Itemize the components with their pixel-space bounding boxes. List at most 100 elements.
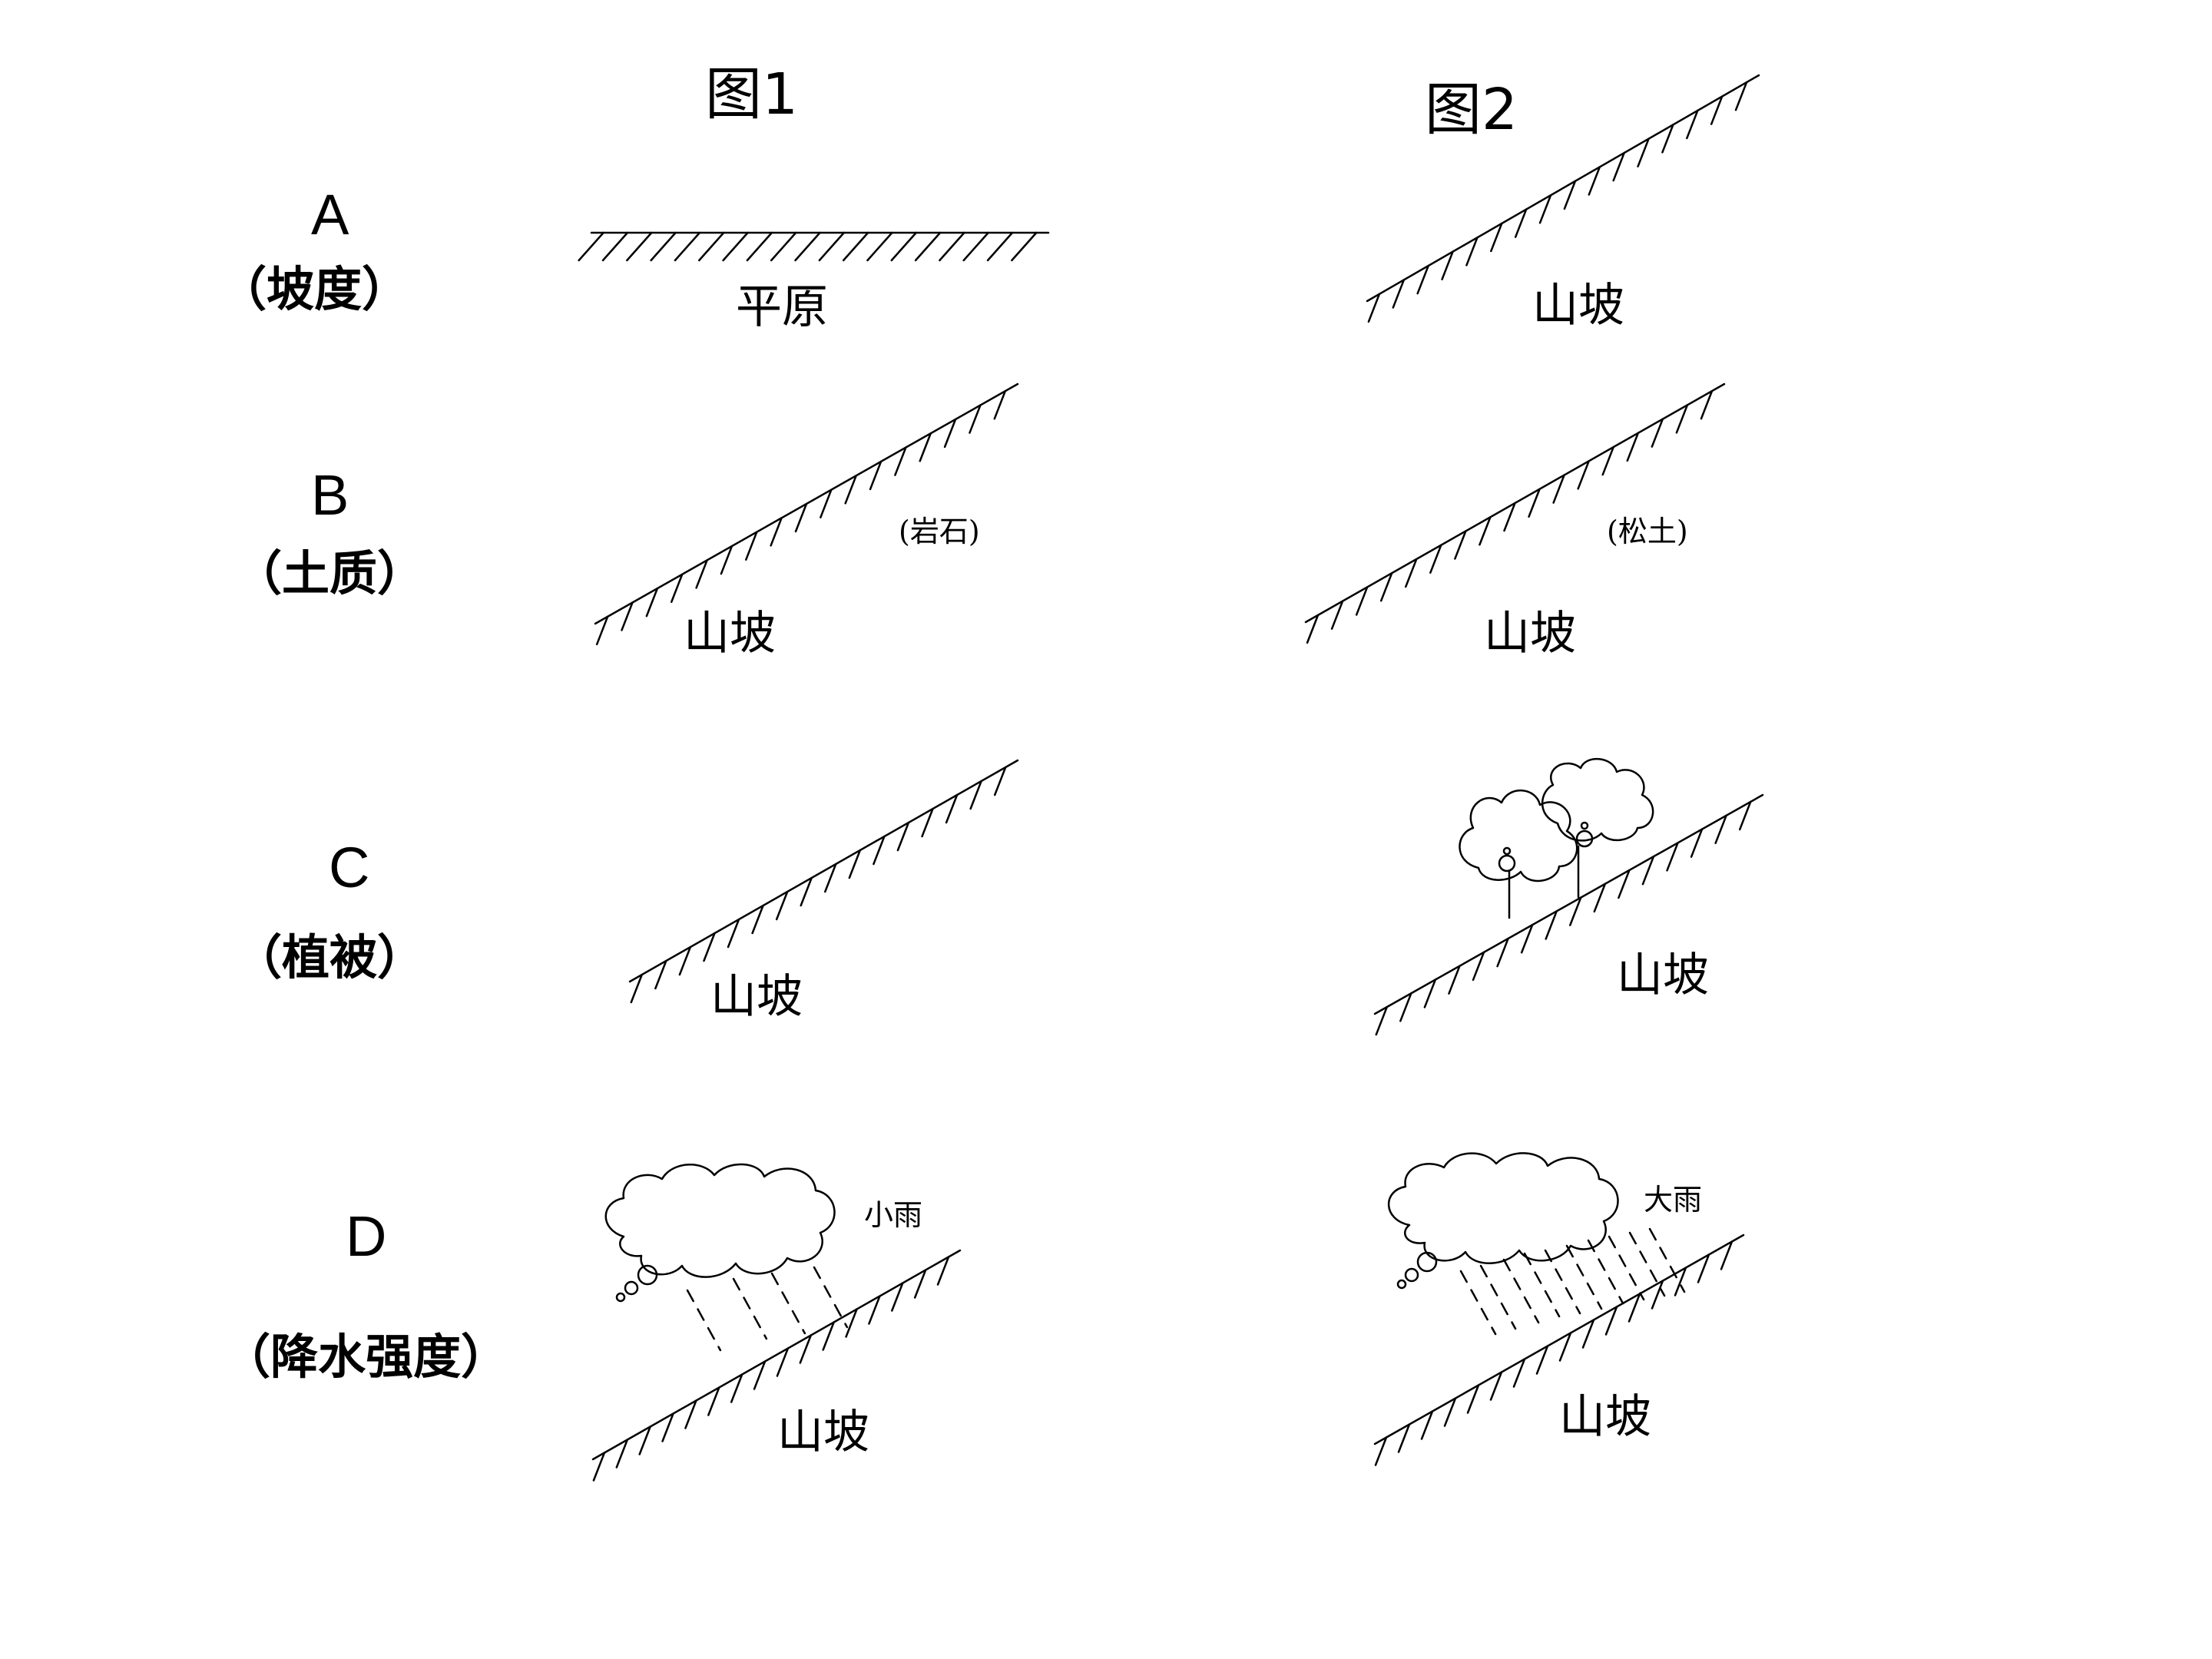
b2-ground-hatch [1405,558,1418,588]
b1-ground-hatch [621,601,634,631]
c1-ground-hatch [824,863,837,893]
c1-ground-hatch [654,959,667,990]
b1-ground-hatch [869,460,882,491]
a2-ground-hatch [1661,124,1674,154]
c1-ground-hatch [993,766,1007,796]
c2-ground-hatch [1496,937,1509,968]
b1-ground [594,382,1019,646]
row-b-letter: B [311,463,349,527]
d2-ground-hatch [1374,1436,1388,1466]
row-a-letter: A [311,183,349,247]
d2-ground-line [1373,1233,1745,1445]
a1-ground-hatch [578,231,604,262]
c2-ground-hatch [1593,882,1607,913]
a2-ground-hatch [1710,95,1724,125]
a2-ground-line [1366,74,1760,303]
b1-ground-hatch [969,404,982,434]
b1-ground-hatch [745,531,758,561]
d2-ground-hatch [1581,1319,1595,1349]
d1-ground-line [591,1249,962,1461]
d2-ground-hatch [1489,1371,1503,1401]
d2-ground-hatch [1651,1280,1664,1310]
b2-ground-label: 山坡 [1484,607,1576,661]
a2-ground-hatch [1734,81,1748,111]
d1-ground-hatch [913,1269,927,1299]
b2-ground-hatch [1651,418,1664,448]
d1-rain [686,1266,849,1352]
a1-ground-hatch [697,231,725,262]
c1-ground-hatch [896,821,910,852]
d1-ground-hatch [638,1426,651,1455]
c1-ground-hatch [703,932,716,962]
d1-ground-hatch [799,1334,813,1364]
d1-ground-hatch [661,1412,674,1442]
a1-ground-label: 平原 [736,280,828,334]
a2-ground-hatch [1563,180,1577,210]
a2-ground-hatch [1392,279,1406,309]
b1-ground-hatch [844,475,857,505]
c2-ground-hatch [1690,828,1704,858]
d1-ground-hatch [822,1321,835,1351]
c2-ground-line [1373,793,1764,1015]
d2-ground-label: 山坡 [1559,1390,1651,1444]
b2-ground-hatch [1675,404,1689,434]
d1-ground-hatch [707,1386,720,1416]
d1-ground-hatch [753,1360,767,1390]
a1-ground-hatch [842,231,869,262]
a2-ground-hatch [1538,194,1552,224]
b1-ground-hatch [645,587,659,618]
b2-soil-note: (松土) [1607,515,1688,548]
d2-ground-hatch [1512,1358,1526,1388]
c2-ground-hatch [1423,979,1437,1008]
d1-ground-hatch [615,1439,629,1469]
b1-ground-hatch [820,488,833,518]
b2-ground-hatch [1552,474,1565,504]
b1-ground-label: 山坡 [684,607,776,661]
d1-rain-streak [732,1277,768,1340]
d2-ground-hatch [1466,1384,1480,1414]
d2-rain-streak [1565,1244,1603,1310]
b2-ground-hatch [1626,432,1640,462]
b2-ground-hatch [1379,571,1393,602]
a1-ground-hatch [770,231,797,262]
a2-ground [1366,74,1760,323]
c2-ground-hatch [1641,855,1655,886]
a2-ground-hatch [1637,137,1650,167]
d2-ground-hatch [1628,1293,1641,1323]
row-c-letter: C [329,836,369,899]
d2-rain-streak [1544,1249,1581,1315]
a1-ground-hatch [746,231,773,262]
c2-ground-hatch [1738,800,1752,831]
a1-ground-hatch [818,231,846,262]
a1-ground-hatch [626,231,653,262]
d2-ground-hatch [1443,1397,1457,1427]
a1-ground-hatch [650,231,677,262]
tree-right [1541,757,1654,899]
d2-ground-hatch [1697,1253,1710,1283]
b1-ground-hatch [595,615,609,646]
d1-rain-streak [770,1272,806,1335]
c1-ground [628,759,1019,1004]
header-fig2: 图2 [1425,77,1518,143]
c1-ground-hatch [775,890,789,921]
a1-ground-hatch [914,231,942,262]
d2-rain-streak [1479,1264,1517,1330]
c1-ground-hatch [969,780,982,810]
d1-ground-hatch [592,1452,606,1482]
tree-left [1459,790,1578,919]
c1-ground-hatch [751,904,764,935]
b2-ground-hatch [1330,600,1344,630]
b1-ground-hatch [794,502,808,533]
b1-ground-hatch [894,446,907,476]
a2-ground-hatch [1367,293,1381,323]
a1-ground-hatch [794,231,821,262]
b1-ground-hatch [670,573,684,604]
a2-ground-hatch [1514,208,1528,238]
d2-ground [1373,1233,1745,1466]
a2-ground-hatch [1612,151,1625,182]
a2-ground-hatch [1686,109,1699,140]
c1-ground-hatch [727,918,740,949]
a1-ground-hatch [722,231,749,262]
c2-ground-hatch [1375,1005,1389,1036]
